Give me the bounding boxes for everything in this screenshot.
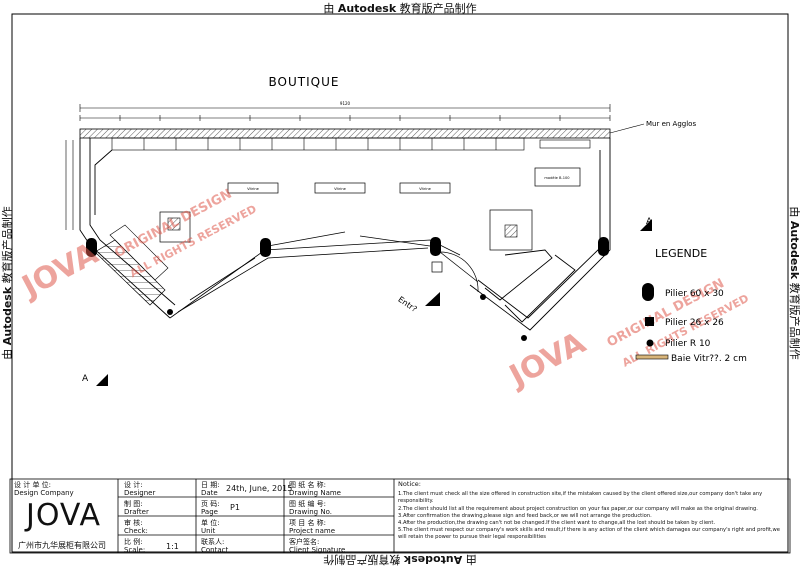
check-label: 审 核:Check:: [124, 519, 148, 535]
unit-label: 单 位:Unit: [201, 519, 220, 535]
legend-item-2: Pilier R 10: [665, 339, 711, 349]
display-cabinets: [159, 209, 533, 251]
dimension-lines: [65, 104, 611, 230]
top-shelving: [111, 137, 591, 151]
entrance-arrow: [425, 292, 440, 306]
showcase-4: [534, 167, 581, 187]
section-mark-left: A: [82, 374, 89, 384]
showcases: [227, 167, 581, 194]
scale-value: 1:1: [166, 542, 179, 551]
date-label: 日 期:Date: [201, 481, 220, 497]
right-walls: [469, 138, 611, 331]
plan-pillars: [86, 237, 609, 341]
notice-item: 3.After confirmation the drawing,please …: [398, 512, 652, 519]
legend-item-0: Pilier 60 x 30: [665, 289, 724, 299]
client-signature-label: 客户签名:Client Signature: [289, 538, 346, 554]
legend-symbol-pillar-round: [646, 339, 654, 347]
company-label: 设 计 单 位:Design Company: [14, 481, 74, 497]
project-name-label: 项 目 名 称:Project name: [289, 519, 336, 535]
notice-title: Notice:: [398, 480, 421, 488]
date-value: 24th, June, 2015: [226, 484, 293, 493]
showcase-2: [314, 182, 366, 194]
stair-block: [94, 239, 166, 306]
notice-box: Notice: 1.The client must check all the …: [398, 480, 790, 542]
showcase-3: [399, 182, 451, 194]
section-arrow-left: [96, 374, 108, 386]
notice-item: 2.The client should list all the require…: [398, 505, 758, 512]
showcase-label-1: Vitrine: [247, 187, 260, 191]
notice-item: 1.The client must check all the size off…: [398, 491, 763, 505]
notice-item: 4.After the production,the drawing can't…: [398, 520, 716, 527]
contact-label: 联系人:Contact: [201, 538, 229, 554]
wall-label: Mur en Agglos: [646, 120, 696, 128]
title-block-grid: [9, 478, 791, 554]
small-label: modèle B-100: [544, 176, 570, 180]
legend-title: LEGENDE: [655, 247, 707, 260]
showcase-label-3: Vitrine: [419, 187, 432, 191]
page-label: 页 码:Page: [201, 500, 220, 516]
drawing-no-label: 图 纸 编 号:Drawing No.: [289, 500, 332, 516]
autodesk-stamp-top: 由 Autodesk 教育版产品制作: [323, 2, 477, 15]
company-logo: JOVA: [26, 498, 102, 533]
left-counter: [109, 224, 169, 281]
page-value: P1: [230, 503, 240, 512]
svg-text:JOVA: JOVA: [15, 236, 105, 306]
showcase-label-2: Vitrine: [334, 187, 347, 191]
legend-symbol-pillar-square: [645, 317, 654, 326]
legend-item-3: Baie Vitr??. 2 cm: [671, 354, 747, 364]
plan-title: BOUTIQUE: [269, 75, 340, 89]
showcase-1: [227, 182, 279, 194]
entrance-door: [431, 251, 479, 293]
designer-label: 设 计:Designer: [124, 481, 156, 497]
company-name: 广州市九华展柜有限公司: [18, 541, 106, 550]
legend-item-1: Pilier 26 x 26: [665, 318, 724, 328]
entrance-label: Entr?: [396, 295, 418, 314]
notice-item: 5.The client must respect our company's …: [398, 527, 780, 541]
drawing-name-label: 图 纸 名 称:Drawing Name: [289, 481, 341, 497]
central-walls: [169, 231, 461, 319]
top-wall: [79, 128, 611, 139]
drafter-label: 制 图:Drafter: [124, 500, 149, 516]
svg-text:JOVA: JOVA: [502, 325, 592, 395]
drawing-border: [11, 13, 789, 553]
scale-label: 比 例:Scale:: [124, 538, 146, 554]
legend-symbol-pillar-rect: [642, 283, 654, 301]
total-dimension: 9120: [340, 101, 351, 106]
legend-symbol-glass-bay: [635, 354, 669, 360]
section-arrow-right: [640, 219, 652, 231]
